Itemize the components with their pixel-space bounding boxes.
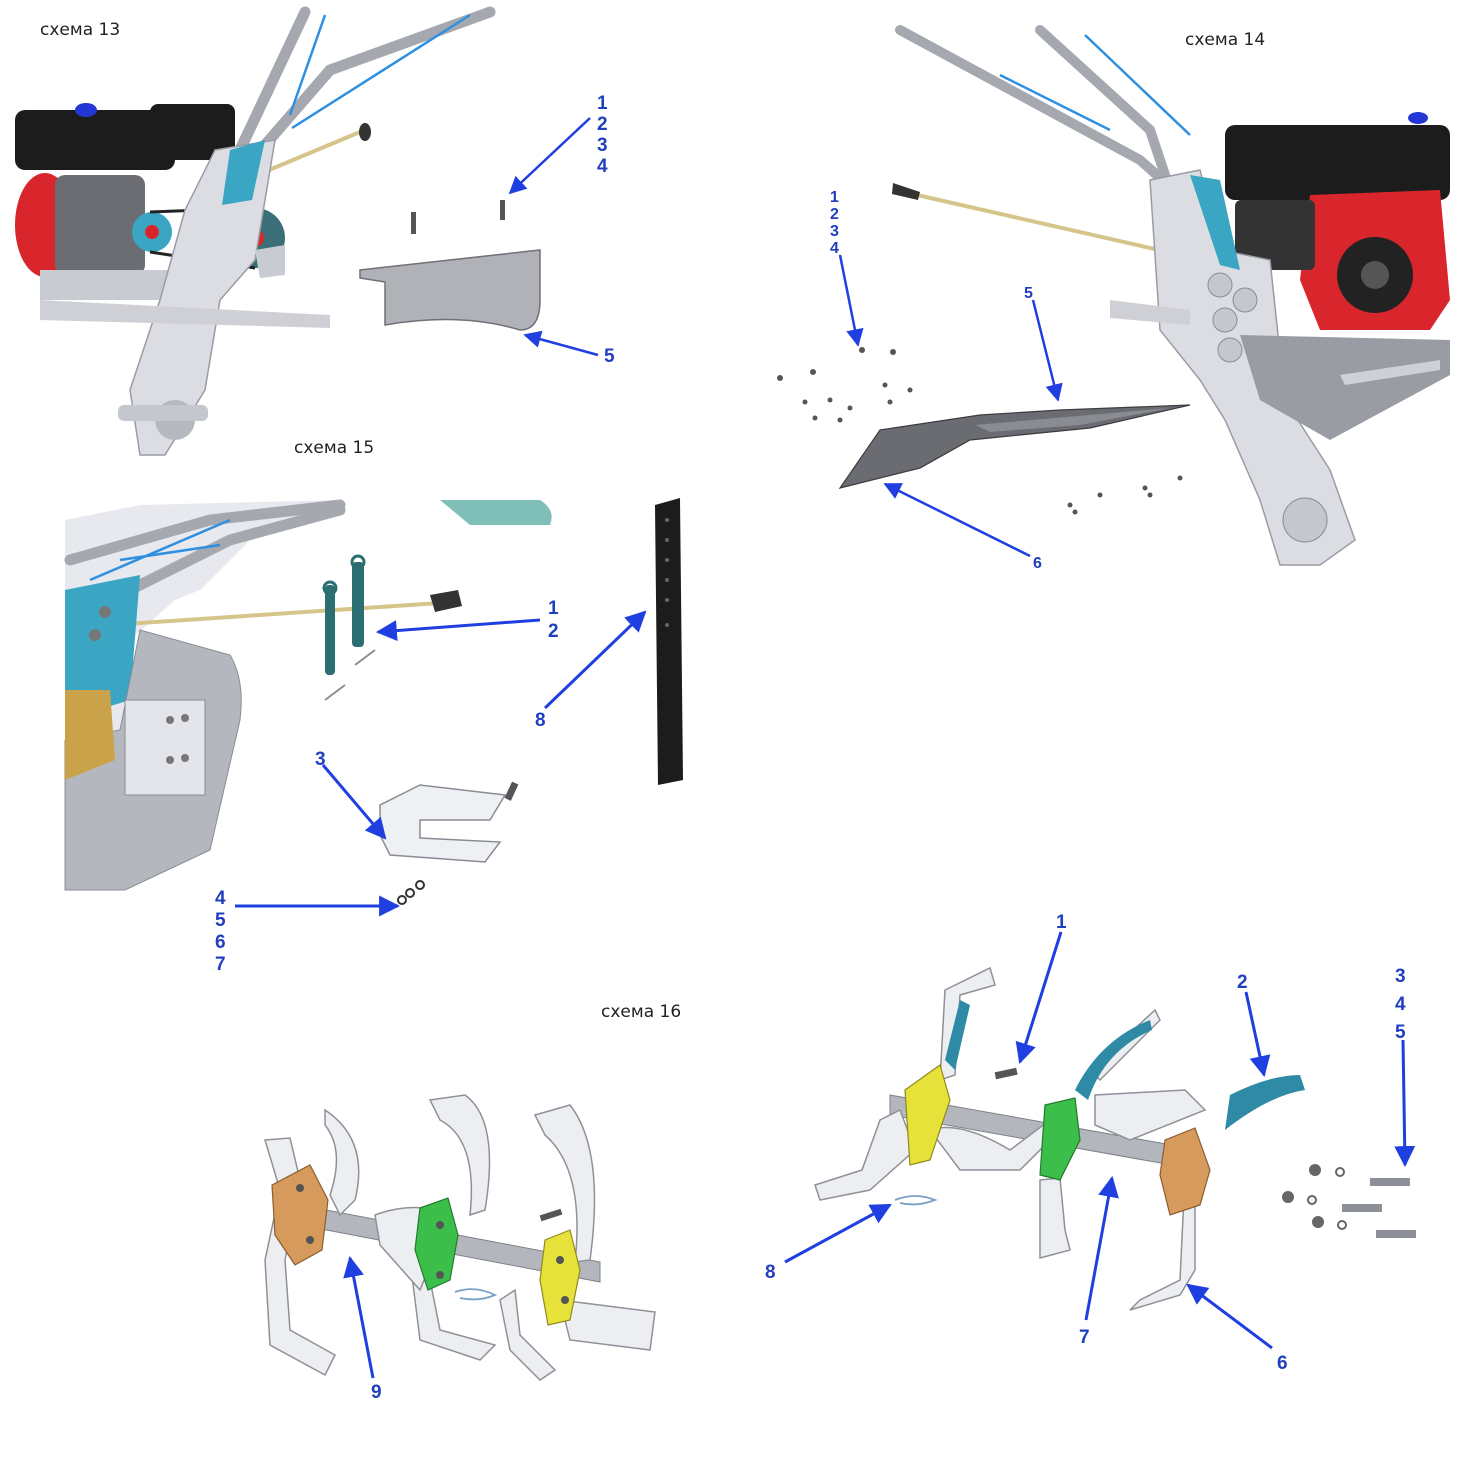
depth-limiter-holes <box>665 518 669 627</box>
scheme-14-drawing: 1 2 3 4 5 6 <box>777 25 1450 572</box>
callout-15-3: 3 <box>315 749 326 770</box>
control-rod <box>109 590 462 627</box>
flange-yellow <box>904 1064 951 1166</box>
callout-15-4: 4 <box>215 888 226 909</box>
scheme-16-assembled: 9 <box>264 1094 656 1403</box>
flange-yellow <box>539 1229 581 1326</box>
flange-green <box>1039 1097 1081 1181</box>
callouts-16-left: 9 <box>343 1255 382 1403</box>
pins <box>322 554 376 701</box>
blade-tip-teal <box>1225 1075 1305 1130</box>
loose-bolt <box>994 1067 1018 1080</box>
callout-16-8: 8 <box>765 1262 776 1283</box>
gearbox-frame <box>1110 169 1450 566</box>
axle-tube <box>440 500 552 525</box>
flange-orange <box>1159 1127 1211 1216</box>
handlebar <box>64 499 346 606</box>
callout-15-2: 2 <box>548 621 559 642</box>
callout-13-2: 2 <box>597 114 608 135</box>
scheme-15-title: схема 15 <box>294 438 375 458</box>
callout-16-2: 2 <box>1237 972 1248 993</box>
fuel-cap <box>1408 112 1428 124</box>
hitch-bracket <box>124 699 206 796</box>
gearbox-frame <box>40 139 330 456</box>
flange-green <box>414 1197 459 1291</box>
callout-15-6: 6 <box>215 932 226 953</box>
handlebar-cables <box>288 13 471 130</box>
loose-bolt <box>539 1208 563 1222</box>
blade-edge-teal-2 <box>1075 1020 1152 1100</box>
handlebar-cables <box>89 518 231 582</box>
callout-16-7: 7 <box>1079 1327 1090 1348</box>
callout-13-5: 5 <box>604 346 615 367</box>
hardware-14 <box>777 347 1183 515</box>
callout-15-5: 5 <box>215 910 226 931</box>
callouts-14: 1 2 3 4 5 6 <box>830 189 1063 572</box>
shield-extension <box>975 408 1170 432</box>
callout-16-1: 1 <box>1056 912 1067 933</box>
flange-bolts <box>296 1184 569 1304</box>
depth-limiter-bar <box>655 498 683 785</box>
engine-block <box>1225 112 1450 330</box>
adapter-bracket <box>379 784 507 863</box>
callout-16-4: 4 <box>1395 994 1406 1015</box>
belt-cover-shield <box>359 249 541 331</box>
handlebar-cables <box>999 34 1191 136</box>
handlebar <box>895 25 1190 205</box>
scheme-16-title: схема 16 <box>601 1002 682 1022</box>
callout-15-8: 8 <box>535 710 546 731</box>
callouts-15: 1 2 3 4 5 6 7 8 <box>215 598 647 975</box>
cotter-pin <box>894 1195 938 1206</box>
callout-15-7: 7 <box>215 954 226 975</box>
handlebar <box>234 6 496 156</box>
scheme-16-exploded: 1 2 3 4 5 6 7 8 <box>765 912 1416 1374</box>
engine-block <box>15 103 235 300</box>
blade-edge-teal <box>945 1000 970 1070</box>
callout-13-1: 1 <box>597 93 608 114</box>
scheme-13-drawing: 1 2 3 4 5 <box>15 6 615 456</box>
callout-15-1: 1 <box>548 598 559 619</box>
tiller-blades <box>814 966 1207 1311</box>
callout-16-9: 9 <box>371 1382 382 1403</box>
callout-14-6: 6 <box>1033 555 1042 572</box>
rear-shield <box>838 404 1191 489</box>
callouts-16-right: 1 2 3 4 5 6 7 8 <box>765 912 1416 1374</box>
fuel-cap <box>75 103 97 117</box>
callout-14-3: 3 <box>830 223 839 240</box>
callout-16-6: 6 <box>1277 1353 1288 1374</box>
callout-16-3: 3 <box>1395 966 1406 987</box>
bolts-13 <box>411 200 505 234</box>
bracket-bolt <box>504 781 519 801</box>
scheme-15-drawing: 1 2 3 4 5 6 7 8 <box>64 498 683 975</box>
scheme-13-title: схема 13 <box>40 20 121 40</box>
frame-15 <box>64 575 242 891</box>
callout-14-2: 2 <box>830 206 839 223</box>
callouts-13: 1 2 3 4 5 <box>508 93 615 367</box>
callout-13-3: 3 <box>597 135 608 156</box>
callout-14-4: 4 <box>830 240 839 257</box>
callout-14-1: 1 <box>830 189 839 206</box>
scheme-14-title: схема 14 <box>1185 30 1266 50</box>
washers-nut <box>397 880 425 905</box>
hardware-16 <box>1282 1164 1416 1238</box>
callout-14-5: 5 <box>1024 285 1033 302</box>
callout-16-5: 5 <box>1395 1022 1406 1043</box>
callout-13-4: 4 <box>597 156 608 177</box>
cotter-pin <box>454 1288 498 1301</box>
